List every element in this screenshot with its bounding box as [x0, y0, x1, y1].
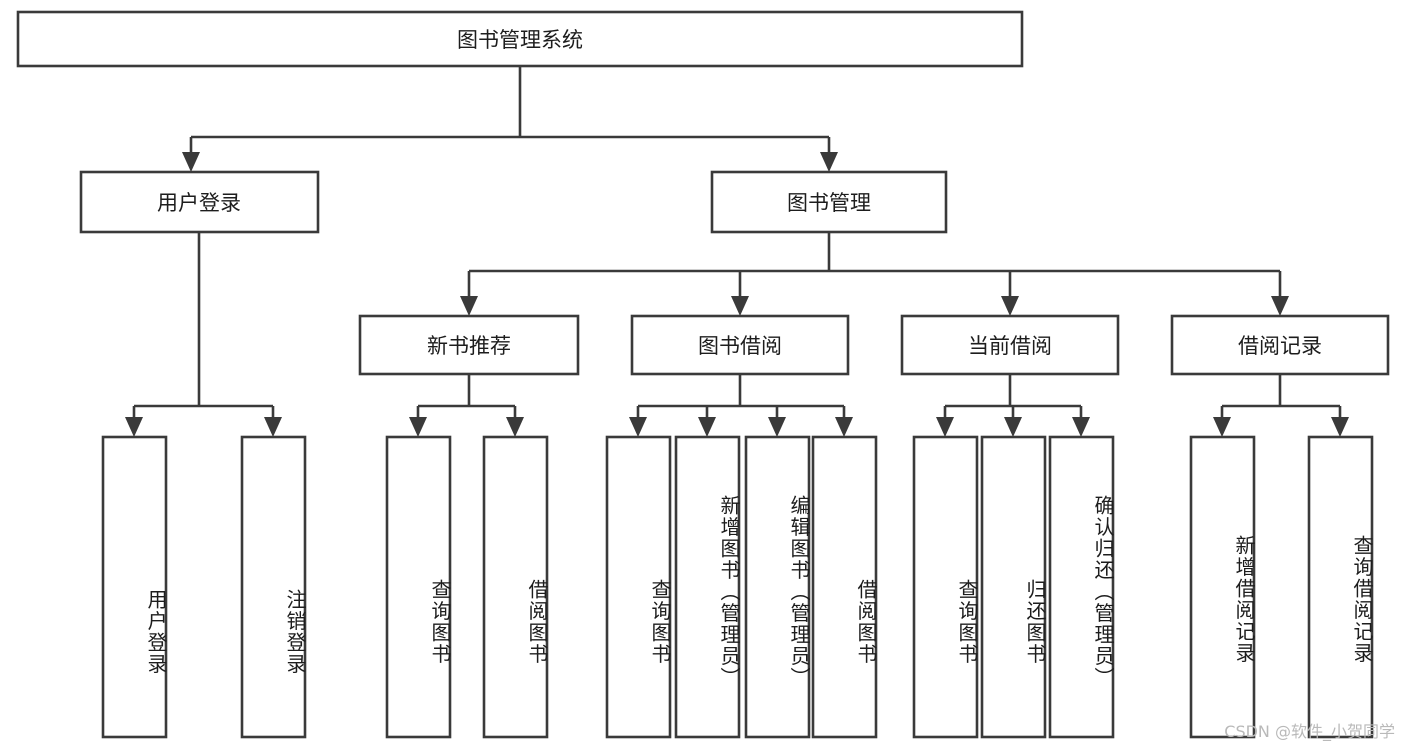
arrow-to-leaf-query-record [1331, 417, 1349, 437]
node-borrow-record-label: 借阅记录 [1238, 334, 1322, 358]
leaf-query-book-1-box[interactable] [385, 435, 452, 739]
connector-bookborrow-to-leaves [629, 374, 853, 437]
node-book-manage-box[interactable] [710, 170, 948, 234]
leaf-query-record-box[interactable] [1307, 435, 1374, 739]
arrow-to-leaf-query-book-3 [936, 417, 954, 437]
connector-borrowrecord-to-leaves [1213, 374, 1349, 437]
arrow-to-leaf-query-book-2 [629, 417, 647, 437]
leaf-return-book-box[interactable] [980, 435, 1047, 739]
arrow-to-user-login [182, 152, 200, 172]
node-book-borrow[interactable]: 图书借阅 [630, 314, 850, 376]
arrow-to-book-manage [820, 152, 838, 172]
node-borrow-record[interactable]: 借阅记录 [1170, 314, 1390, 376]
leaf-query-book-3-box[interactable] [912, 435, 979, 739]
node-borrow-record-box[interactable] [1170, 314, 1390, 376]
node-book-borrow-box[interactable] [630, 314, 850, 376]
csdn-watermark: CSDN @软件_小贺同学 [1224, 722, 1395, 741]
leaf-add-book-box[interactable] [674, 435, 741, 739]
arrow-to-leaf-add-record [1213, 417, 1231, 437]
node-current-borrow-box[interactable] [900, 314, 1120, 376]
leaf-confirm-return-box[interactable] [1048, 435, 1115, 739]
arrow-to-book-borrow [731, 296, 749, 316]
leaf-add-record-box[interactable] [1189, 435, 1256, 739]
node-book-manage[interactable]: 图书管理 [710, 170, 948, 234]
node-current-borrow[interactable]: 当前借阅 [900, 314, 1120, 376]
connector-userlogin-to-leaves [125, 232, 282, 437]
arrow-to-leaf-logout-login [264, 417, 282, 437]
leaf-logout-login-box[interactable] [240, 435, 307, 739]
connector-bookmanage-to-level3 [460, 232, 1289, 316]
arrow-to-leaf-borrow-book-2 [835, 417, 853, 437]
leaf-query-book-2-box[interactable] [605, 435, 672, 739]
node-new-book-recommend-label: 新书推荐 [427, 334, 511, 358]
arrow-to-leaf-confirm-return [1072, 417, 1090, 437]
node-user-login[interactable]: 用户登录 [79, 170, 320, 234]
leaf-borrow-book-1-box[interactable] [482, 435, 549, 739]
node-new-book-recommend[interactable]: 新书推荐 [358, 314, 580, 376]
node-user-login-box[interactable] [79, 170, 320, 234]
arrow-to-leaf-user-login [125, 417, 143, 437]
connector-root-to-level2 [182, 66, 838, 172]
leaf-boxes [101, 435, 1374, 739]
node-root-box[interactable] [16, 10, 1024, 68]
node-user-login-label: 用户登录 [157, 191, 241, 215]
arrow-to-leaf-borrow-book-1 [506, 417, 524, 437]
connector-newbook-to-leaves [409, 374, 524, 437]
arrow-to-borrow-record [1271, 296, 1289, 316]
node-root-label: 图书管理系统 [457, 28, 583, 52]
arrow-to-leaf-edit-book [768, 417, 786, 437]
arrow-to-leaf-return-book [1004, 417, 1022, 437]
leaf-edit-book-box[interactable] [744, 435, 811, 739]
arrow-to-new-book-recommend [460, 296, 478, 316]
connector-currentborrow-to-leaves [936, 374, 1090, 437]
leaf-user-login-box[interactable] [101, 435, 168, 739]
arrow-to-current-borrow [1001, 296, 1019, 316]
leaf-borrow-book-2-box[interactable] [811, 435, 878, 739]
node-new-book-recommend-box[interactable] [358, 314, 580, 376]
arrow-to-leaf-add-book [698, 417, 716, 437]
node-book-manage-label: 图书管理 [787, 191, 871, 215]
node-current-borrow-label: 当前借阅 [968, 334, 1052, 358]
node-root[interactable]: 图书管理系统 [16, 10, 1024, 68]
node-book-borrow-label: 图书借阅 [698, 334, 782, 358]
arrow-to-leaf-query-book-1 [409, 417, 427, 437]
